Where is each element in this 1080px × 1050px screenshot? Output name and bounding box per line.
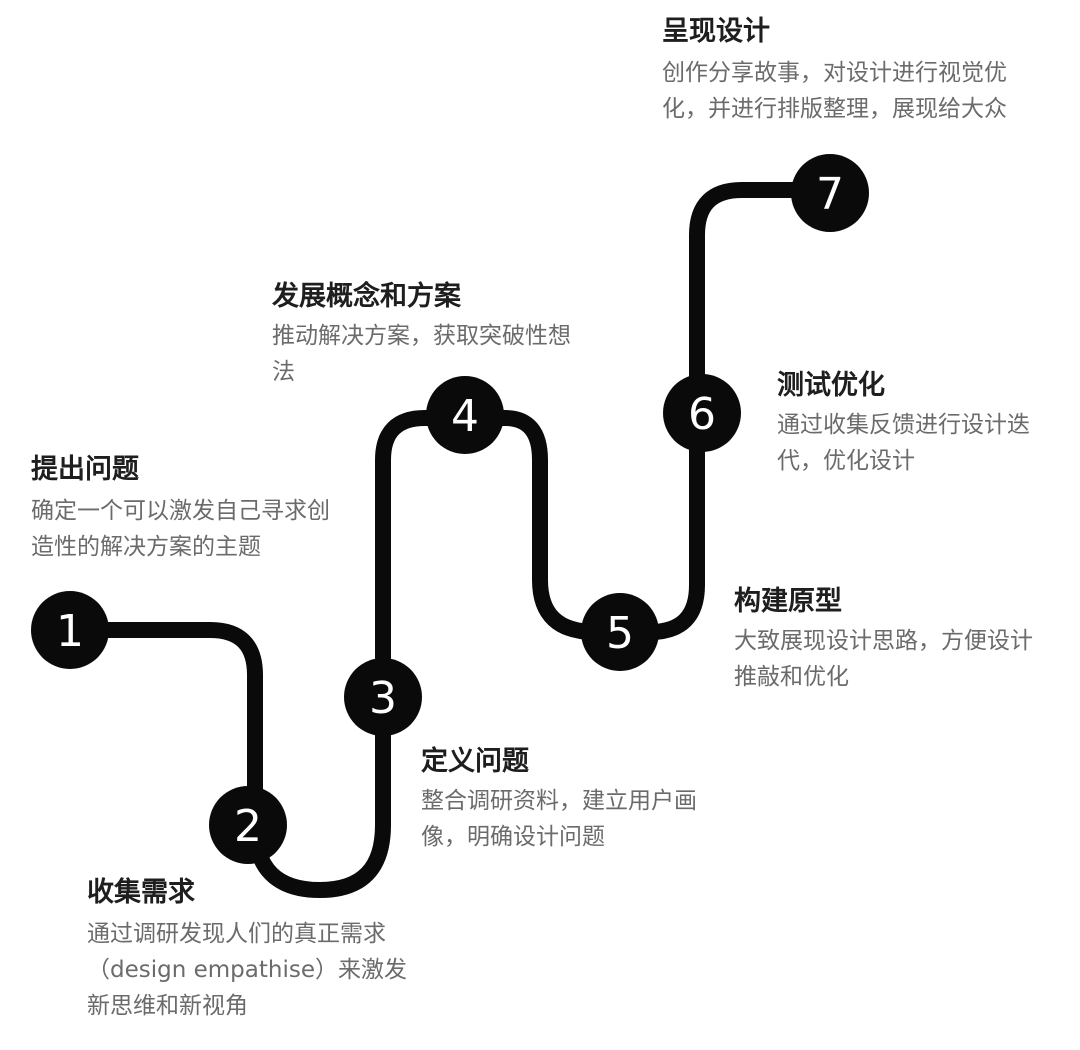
step-node-6: 6 <box>663 374 741 452</box>
step-desc-6: 通过收集反馈进行设计迭代，优化设计 <box>777 412 1030 474</box>
step-node-4: 4 <box>426 376 504 454</box>
step-title-1: 提出问题 <box>31 454 139 485</box>
step-node-7: 7 <box>791 154 869 232</box>
step-desc-4: 推动解决方案，获取突破性想法 <box>272 323 571 385</box>
step-title-6: 测试优化 <box>777 370 885 401</box>
step-desc-2: 通过调研发现人们的真正需求（design empathise）来激发新思维和新视… <box>87 921 407 1019</box>
step-desc-7: 创作分享故事，对设计进行视觉优化，并进行排版整理，展现给大众 <box>662 60 1007 122</box>
step-desc-3: 整合调研资料，建立用户画像，明确设计问题 <box>421 788 697 850</box>
step-number-1: 1 <box>56 606 84 657</box>
step-desc-1: 确定一个可以激发自己寻求创造性的解决方案的主题 <box>31 498 330 560</box>
step-title-7: 呈现设计 <box>662 16 770 47</box>
step-desc-5: 大致展现设计思路，方便设计推敲和优化 <box>734 628 1033 690</box>
step-node-2: 2 <box>209 786 287 864</box>
step-number-2: 2 <box>234 801 262 852</box>
step-title-4: 发展概念和方案 <box>272 281 461 312</box>
step-node-5: 5 <box>581 593 659 671</box>
step-number-6: 6 <box>688 389 716 440</box>
step-number-3: 3 <box>369 673 397 724</box>
step-number-7: 7 <box>816 169 844 220</box>
step-number-4: 4 <box>451 391 479 442</box>
step-title-5: 构建原型 <box>734 586 842 617</box>
step-title-2: 收集需求 <box>87 877 195 908</box>
step-node-1: 1 <box>31 591 109 669</box>
step-title-3: 定义问题 <box>421 746 529 777</box>
step-node-3: 3 <box>344 658 422 736</box>
step-number-5: 5 <box>606 608 634 659</box>
